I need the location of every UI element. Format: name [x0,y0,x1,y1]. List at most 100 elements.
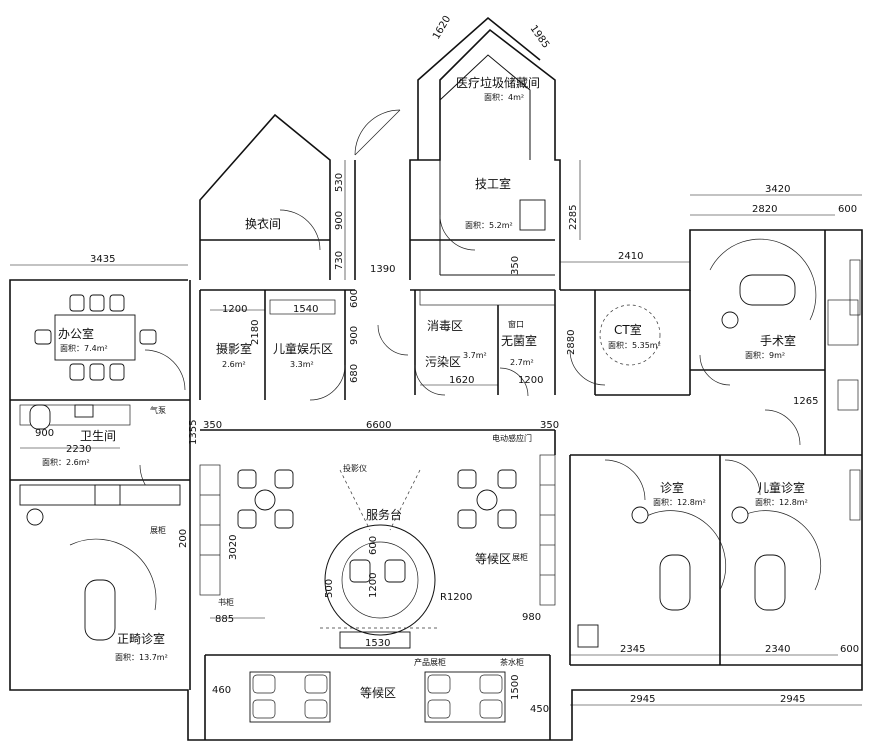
dim-680: 680 [349,364,360,383]
label-changing: 换衣间 [245,216,281,231]
dimension-labels: 1620 1985 3435 3420 2820 600 2285 2410 1… [35,14,859,715]
dim-460: 460 [212,685,231,696]
label-kids-play-area: 3.3m² [290,360,314,369]
label-auto-door: 电动感应门 [492,433,532,443]
dim-2945-b: 2945 [780,694,805,705]
dim-1620: 1620 [431,14,453,42]
label-disinfect: 消毒区 [427,319,463,333]
dim-2880: 2880 [566,330,577,355]
label-tech-room: 技工室 [475,176,511,191]
dim-2180: 2180 [250,320,261,345]
label-office-area: 面积：7.4m² [60,343,108,353]
dim-530: 530 [334,173,345,192]
dim-1265: 1265 [793,396,818,407]
waiting-tables [237,469,517,723]
dim-1200-b: 1200 [518,375,543,386]
dim-1620-b: 1620 [449,375,474,386]
cabinets [19,199,861,649]
label-office: 办公室 [58,326,94,341]
label-waiting: 等候区 [475,552,511,566]
label-ortho: 正畸诊室 [117,631,165,646]
dim-600-top: 600 [838,204,857,215]
label-restroom-area: 面积：2.6m² [42,457,90,467]
label-sterile: 无菌室 [501,333,537,348]
dim-3020: 3020 [228,535,239,560]
dim-1390: 1390 [370,264,395,275]
dim-350-a: 350 [510,256,521,275]
ct-scanner-range [599,304,661,366]
dim-2820: 2820 [752,204,777,215]
label-medical-waste-area: 面积：4m² [484,92,524,102]
dim-600-b: 600 [349,289,360,308]
label-clinic-area: 面积：12.8m² [653,497,706,507]
dim-1500: 1500 [510,675,521,700]
label-tea-cabinet: 茶水柜 [500,657,524,667]
dim-2285: 2285 [568,205,579,230]
dim-350-c: 350 [540,420,559,431]
dim-6600: 6600 [366,420,391,431]
label-surgery: 手术室 [760,333,796,348]
dim-2230: 2230 [66,444,91,455]
label-display: 展柜 [512,552,528,562]
label-dirty: 污染区 [425,354,461,369]
label-clinic: 诊室 [660,480,684,495]
label-photo-area: 2.6m² [222,360,246,369]
dim-2410: 2410 [618,251,643,262]
label-dirty-area: 3.7m² [463,351,487,360]
dim-2345: 2345 [620,644,645,655]
label-window: 窗口 [508,319,524,329]
dim-3420: 3420 [765,184,790,195]
label-gas-pump: 气泵 [150,405,166,415]
room-labels: 医疗垃圾储藏间 面积：4m² 换衣间 技工室 面积：5.2m² 办公室 面积：7… [42,75,808,700]
label-service-desk: 服务台 [366,507,402,522]
dim-885: 885 [215,614,234,625]
label-bookshelf: 书柜 [218,597,234,607]
service-desk [320,469,440,636]
dim-1200-a: 1200 [222,304,247,315]
label-tech-area: 面积：5.2m² [465,220,513,230]
dim-730: 730 [334,251,345,270]
label-projector: 投影仪 [343,463,367,473]
dim-1530: 1530 [365,638,390,649]
dim-2945-a: 2945 [630,694,655,705]
dim-350-b: 350 [203,420,222,431]
dim-200: 200 [178,529,189,548]
dim-500: 500 [324,579,335,598]
label-medical-waste: 医疗垃圾储藏间 [456,75,540,90]
label-waiting-2: 等候区 [360,686,396,700]
label-restroom: 卫生间 [80,429,116,443]
dim-450: 450 [530,704,549,715]
dim-900-b: 900 [349,326,360,345]
outer-walls [9,16,863,741]
label-photo: 摄影室 [216,341,252,356]
label-ct: CT室 [614,322,642,337]
label-ct-area: 面积：5.35m² [608,340,661,350]
interior-walls [10,160,862,740]
label-ortho-area: 面积：13.7m² [115,652,168,662]
dim-r1200: R1200 [440,592,472,603]
dim-1985: 1985 [528,23,552,50]
dim-900-a: 900 [334,211,345,230]
restroom-fixtures [29,404,94,430]
label-product-display: 产品展柜 [414,657,446,667]
dim-600-d: 600 [840,644,859,655]
dimension-lines [10,160,862,706]
office-furniture [34,294,157,381]
label-sterile-area: 2.7m² [510,358,534,367]
label-kids-play: 儿童娱乐区 [273,341,333,356]
label-kids-clinic-area: 面积：12.8m² [755,497,808,507]
dim-1540: 1540 [293,304,318,315]
dim-2340: 2340 [765,644,790,655]
dim-1200-c: 1200 [368,573,379,598]
dim-900-c: 900 [35,428,54,439]
dim-980: 980 [522,612,541,623]
label-surgery-area: 面积：9m² [745,350,785,360]
dim-1355: 1355 [188,420,199,445]
dental-chairs [26,238,822,641]
label-display-cabinet: 展柜 [150,525,166,535]
dim-3435: 3435 [90,254,115,265]
dim-600-c: 600 [368,536,379,555]
label-kids-clinic: 儿童诊室 [757,480,805,495]
